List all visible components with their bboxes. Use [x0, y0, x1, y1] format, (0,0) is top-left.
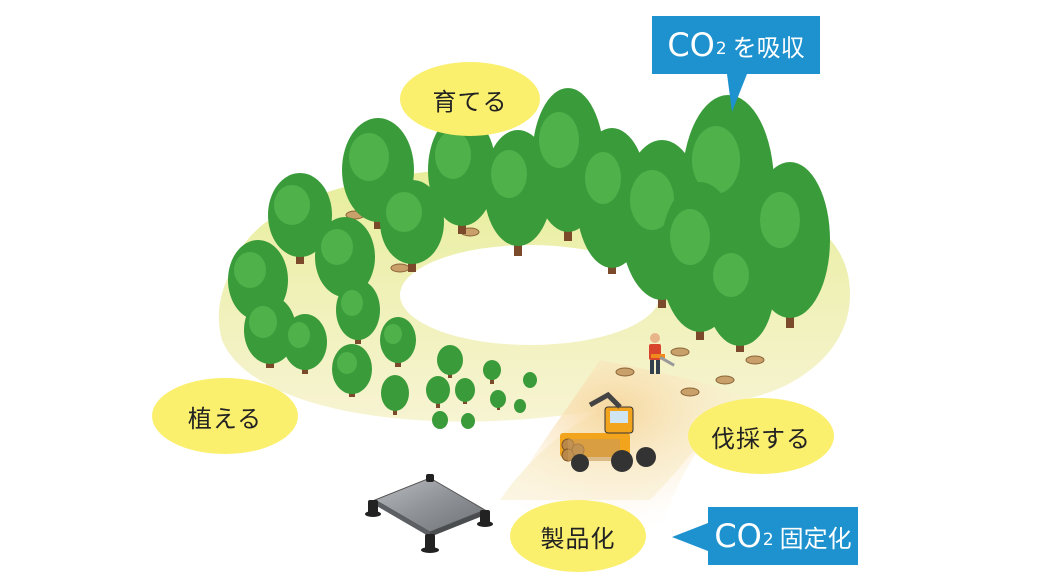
tree [455, 378, 475, 404]
tree [332, 344, 372, 397]
tree [380, 180, 444, 272]
tree [336, 280, 380, 344]
tree [244, 296, 296, 368]
tree [523, 372, 537, 388]
tree [426, 376, 450, 408]
lumberjack-figure [649, 333, 675, 374]
callout-absorb-subscript: 2 [715, 39, 727, 59]
callout-absorb-text: を吸収 [732, 33, 805, 62]
callout-tail-absorb [727, 74, 747, 112]
tree [514, 399, 526, 413]
label-product: 製品化 [510, 500, 646, 572]
label-harvest-text: 伐採する [711, 424, 811, 453]
tree [461, 413, 475, 429]
mature-forest [228, 88, 830, 368]
young-trees [283, 280, 537, 429]
center-clearing [400, 245, 660, 345]
tree [490, 390, 506, 410]
callout-fixation-subscript: 2 [762, 530, 774, 550]
label-grow: 育てる [400, 62, 540, 136]
tree [380, 317, 416, 367]
tree [437, 345, 463, 378]
label-plant: 植える [152, 378, 298, 454]
label-product-text: 製品化 [540, 524, 616, 553]
tree [381, 375, 409, 415]
callout-absorb-co: CO [667, 26, 715, 64]
callout-fixation-text: 固定化 [779, 524, 852, 553]
tree [428, 114, 496, 234]
tree [483, 360, 501, 384]
label-harvest: 伐採する [688, 398, 834, 474]
forwarder-machine [560, 391, 656, 472]
label-plant-text: 植える [187, 404, 263, 433]
callout-tail-fixation [672, 523, 708, 551]
tree [432, 411, 448, 429]
tree [706, 234, 774, 352]
callout-fixation-co: CO [714, 517, 762, 555]
tree-stumps [345, 210, 765, 397]
label-grow-text: 育てる [432, 87, 508, 116]
tree [283, 314, 327, 374]
tree [268, 173, 332, 264]
floor-panel-product [365, 474, 493, 553]
